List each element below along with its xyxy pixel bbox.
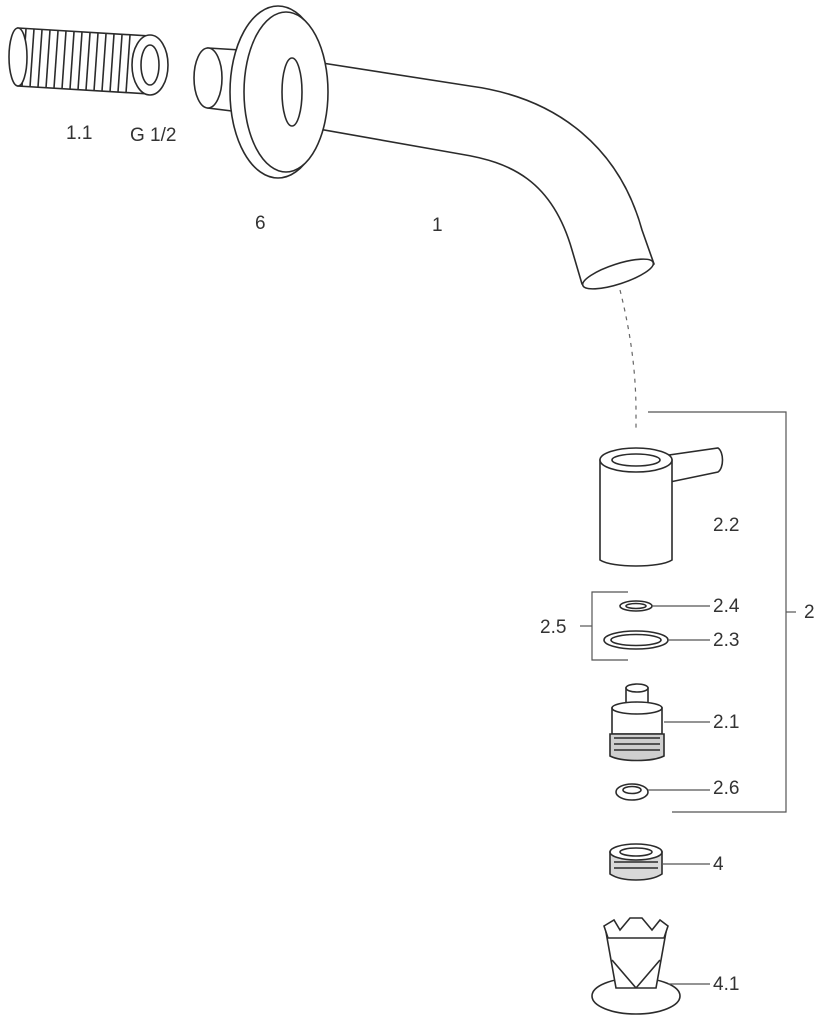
- label-small-ring: 2.4: [713, 596, 740, 617]
- cartridge-part: [609, 683, 665, 762]
- rosette-part: [229, 5, 329, 179]
- small-ring-part: [619, 600, 653, 612]
- assembly-axis-line: [619, 289, 637, 430]
- seal-set-bracket: [591, 591, 628, 661]
- threaded-connector-part: [8, 27, 169, 96]
- label-aerator-key: 4.1: [713, 974, 740, 995]
- label-aerator: 4: [713, 854, 724, 875]
- lever-handle-part: [599, 447, 724, 567]
- label-rosette: 6: [255, 213, 266, 234]
- label-cartridge: 2.1: [713, 712, 740, 733]
- label-thread-size: G 1/2: [130, 125, 177, 146]
- label-washer: 2.6: [713, 778, 740, 799]
- spout-part: [289, 57, 655, 290]
- large-ring-part: [603, 630, 669, 650]
- aerator-part: [609, 843, 663, 881]
- label-spout: 1: [432, 215, 443, 236]
- washer-part: [615, 783, 649, 801]
- label-seal-set: 2.5: [540, 617, 567, 638]
- label-large-ring: 2.3: [713, 630, 740, 651]
- label-handle: 2.2: [713, 515, 740, 536]
- label-thread-insert: 1.1: [66, 123, 93, 144]
- aerator-key-part: [591, 917, 681, 1015]
- label-assembly: 2: [804, 602, 815, 623]
